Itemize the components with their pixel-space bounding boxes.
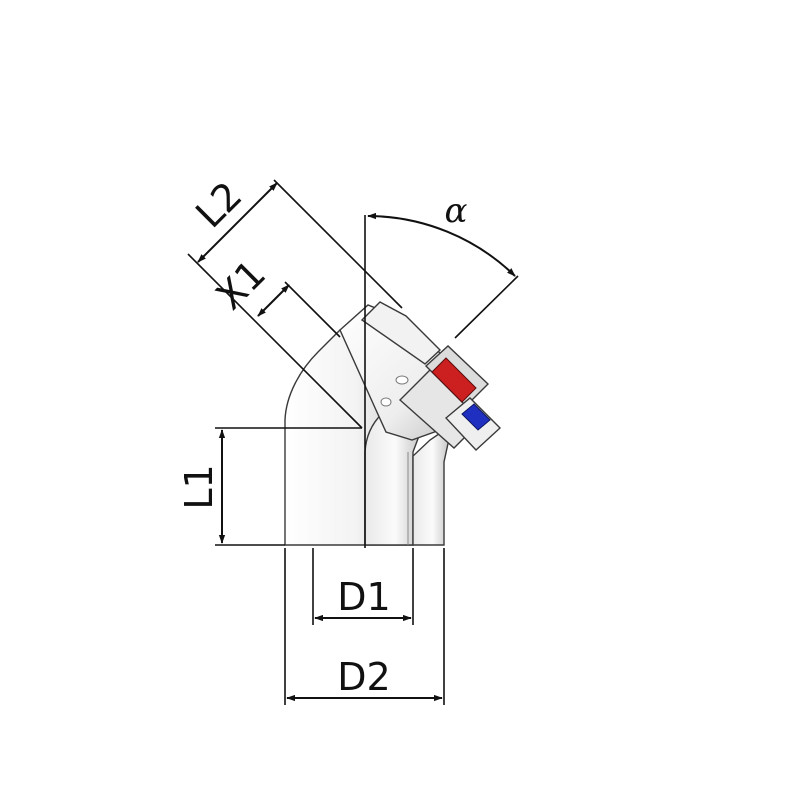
dimension-D2: D2 xyxy=(284,548,445,705)
dimension-X1: X1 xyxy=(207,251,341,338)
cold-band xyxy=(461,403,491,431)
label-X1: X1 xyxy=(207,251,274,318)
label-alpha: α xyxy=(445,191,468,231)
port-marking-lower xyxy=(380,397,392,407)
dimension-alpha: α xyxy=(367,191,519,339)
port-marking-upper xyxy=(395,375,409,385)
elbow-fitting xyxy=(284,301,502,546)
top-collar xyxy=(360,301,442,365)
label-D1: D1 xyxy=(337,575,390,619)
label-L1: L1 xyxy=(177,464,221,509)
dimension-D1: D1 xyxy=(312,548,414,625)
hot-band xyxy=(431,357,477,403)
label-D2: D2 xyxy=(337,655,390,699)
inner-pipe xyxy=(412,423,454,546)
label-L2: L2 xyxy=(187,173,250,236)
dimension-L1: L1 xyxy=(177,429,226,544)
